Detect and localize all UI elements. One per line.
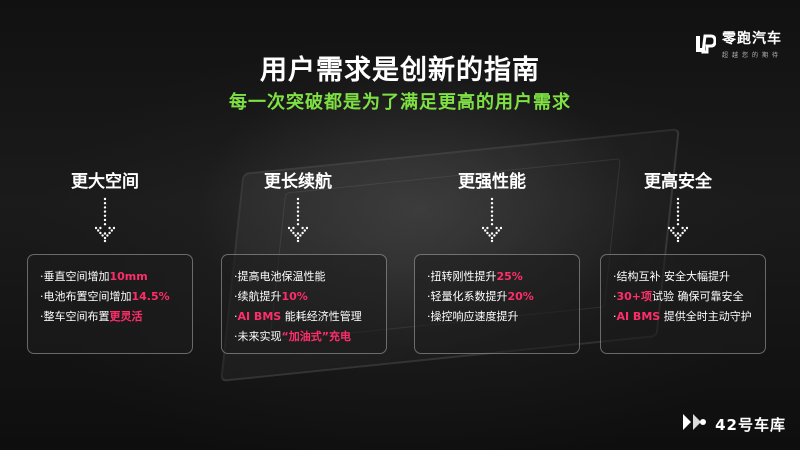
column-heading: 更长续航 <box>264 172 332 192</box>
feature-line: ·扭转刚性提升25% <box>427 267 571 287</box>
feature-text: · <box>613 310 617 323</box>
page-subtitle: 每一次突破都是为了满足更高的用户需求 <box>229 92 571 113</box>
feature-line: ·结构互补 安全大幅提升 <box>613 267 757 287</box>
feature-highlight: 20% <box>507 290 534 303</box>
feature-highlight: 25% <box>496 270 523 283</box>
feature-line: ·30+项试验 确保可靠安全 <box>613 287 757 307</box>
feature-text-suffix: 试验 确保可靠安全 <box>652 290 744 303</box>
feature-line: ·AI BMS 提供全时主动守护 <box>613 307 757 327</box>
feature-line: ·电池布置空间增加14.5% <box>40 287 184 307</box>
feature-line: ·整车空间布置更灵活 <box>40 307 184 327</box>
dotted-down-arrow-icon <box>94 197 116 243</box>
feature-line: ·操控响应速度提升 <box>427 307 571 327</box>
feature-highlight: 30+项 <box>616 290 653 303</box>
feature-text-suffix: 能耗经济性管理 <box>281 310 362 323</box>
feature-card: ·结构互补 安全大幅提升·30+项试验 确保可靠安全·AI BMS 提供全时主动… <box>600 254 766 354</box>
feature-line: ·轻量化系数提升20% <box>427 287 571 307</box>
feature-text: · <box>613 290 617 303</box>
garage-logo-icon <box>681 412 707 436</box>
column-heading: 更强性能 <box>458 172 526 192</box>
dotted-down-arrow-icon <box>667 197 689 243</box>
brand-slogan: 超越您的期待 <box>721 52 782 59</box>
feature-text-suffix: 提供全时主动守护 <box>660 310 752 323</box>
brand-name: 零跑汽车 <box>721 31 782 47</box>
column-heading: 更大空间 <box>71 172 139 192</box>
feature-text: ·扭转刚性提升 <box>427 270 497 283</box>
feature-text: ·续航提升 <box>234 290 282 303</box>
dotted-down-arrow-icon <box>287 197 309 243</box>
page-title: 用户需求是创新的指南 <box>260 55 540 86</box>
feature-line: ·未来实现“加油式”充电 <box>234 327 378 347</box>
feature-highlight: 14.5% <box>131 290 170 303</box>
feature-text: ·电池布置空间增加 <box>40 290 132 303</box>
feature-text: ·结构互补 安全大幅提升 <box>613 270 730 283</box>
feature-text: ·操控响应速度提升 <box>427 310 519 323</box>
feature-highlight: 10% <box>281 290 308 303</box>
dotted-down-arrow-icon <box>481 197 503 243</box>
feature-line: ·提高电池保温性能 <box>234 267 378 287</box>
footer-logo: 42号车库 <box>681 412 786 436</box>
brand-logo: 零跑汽车 超越您的期待 <box>694 28 782 59</box>
leapmotor-logo-icon <box>694 33 717 55</box>
footer-text: 42号车库 <box>715 415 786 434</box>
feature-line: ·续航提升10% <box>234 287 378 307</box>
feature-card: ·扭转刚性提升25%·轻量化系数提升20%·操控响应速度提升 <box>414 254 580 354</box>
feature-line: ·AI BMS 能耗经济性管理 <box>234 307 378 327</box>
feature-text: ·未来实现 <box>234 330 282 343</box>
feature-highlight: AI BMS <box>616 310 661 323</box>
feature-text: ·轻量化系数提升 <box>427 290 508 303</box>
feature-text: ·提高电池保温性能 <box>234 270 326 283</box>
feature-highlight: AI BMS <box>237 310 282 323</box>
feature-text: ·整车空间布置 <box>40 310 110 323</box>
feature-card: ·垂直空间增加10mm·电池布置空间增加14.5%·整车空间布置更灵活 <box>27 254 193 354</box>
feature-line: ·垂直空间增加10mm <box>40 267 184 287</box>
feature-highlight: “加油式”充电 <box>281 330 351 343</box>
feature-highlight: 10mm <box>109 270 148 283</box>
feature-card: ·提高电池保温性能·续航提升10%·AI BMS 能耗经济性管理·未来实现“加油… <box>221 254 387 354</box>
feature-text: ·垂直空间增加 <box>40 270 110 283</box>
feature-highlight: 更灵活 <box>109 310 143 323</box>
column-heading: 更高安全 <box>644 172 712 192</box>
feature-text: · <box>234 310 238 323</box>
